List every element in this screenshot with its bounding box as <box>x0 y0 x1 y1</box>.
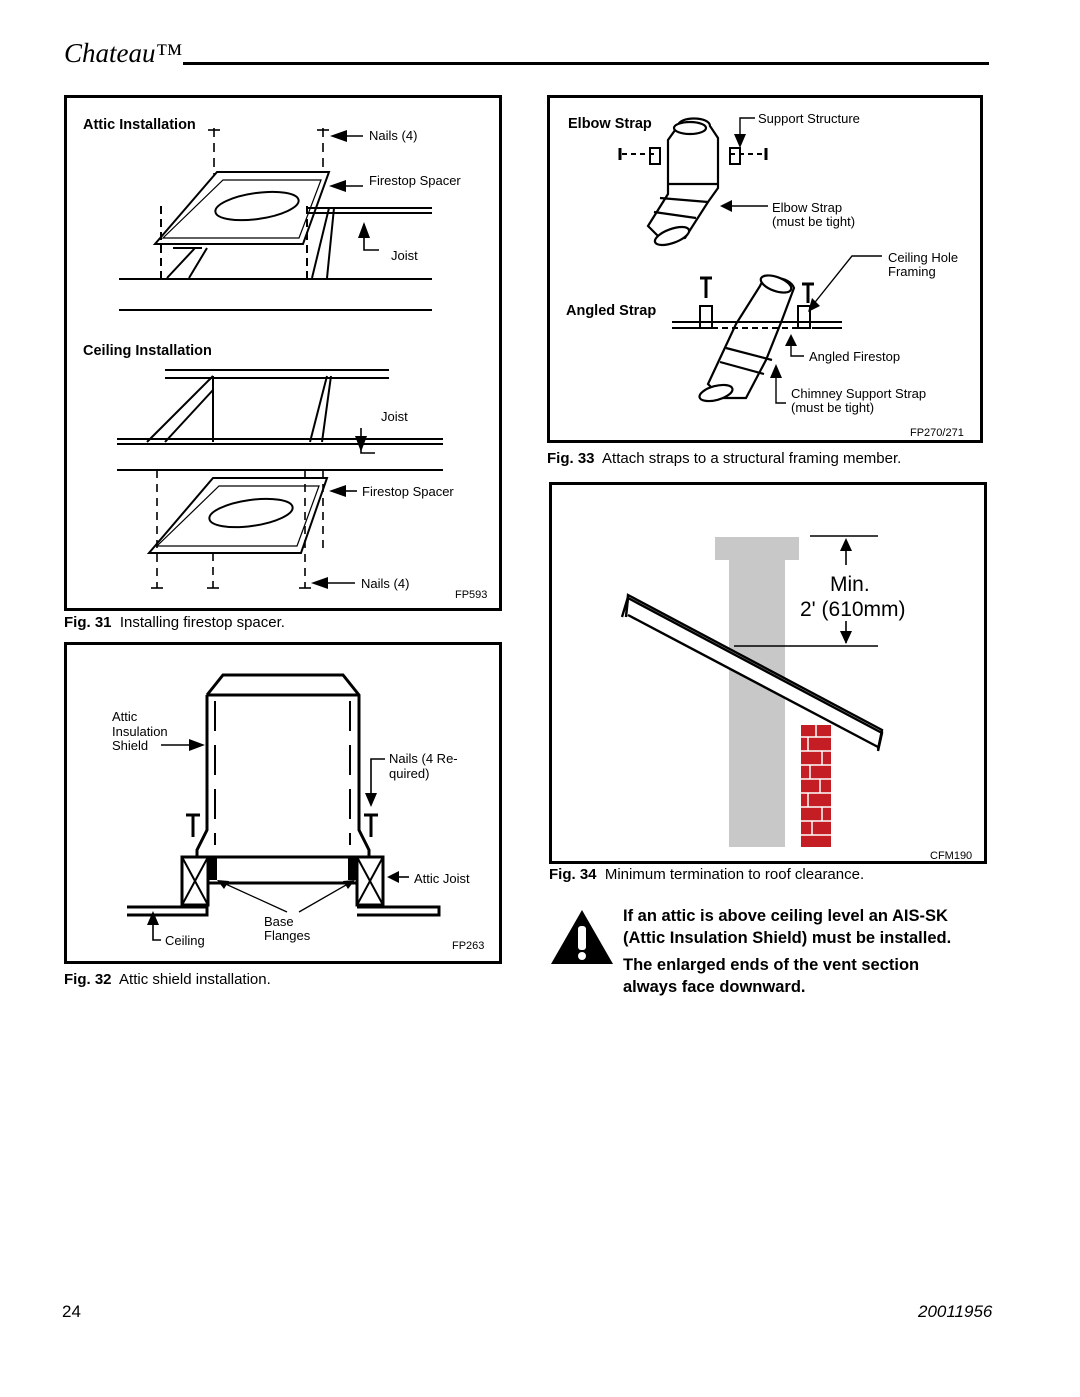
figure-code: FP270/271 <box>910 427 964 439</box>
attic-shield-diagram: Attic Insulation Shield Nails (4 Re- qui… <box>112 673 484 952</box>
joist-label-top: Joist <box>391 248 418 263</box>
nails-label-1: Nails (4 Re- <box>389 751 458 766</box>
ceiling-label: Ceiling <box>165 933 205 948</box>
caption-text: Installing firestop spacer. <box>119 614 285 631</box>
base-flanges-label-1: Base <box>264 914 294 929</box>
firestop-spacer-diagram: Attic Installation Nails (4) Firestop Sp… <box>83 117 487 601</box>
pipe-cap <box>715 537 799 560</box>
strap-diagram: Elbow Strap Support Structure Elbow Stra… <box>566 111 964 439</box>
figure-33-box: Elbow Strap Support Structure Elbow Stra… <box>547 95 983 443</box>
document-number: 20011956 <box>918 1302 993 1321</box>
caption-text: Attach straps to a structural framing me… <box>602 450 902 467</box>
caption-number: Fig. 32 <box>64 971 112 988</box>
nails-label-bottom: Nails (4) <box>361 576 409 591</box>
joist-label-bottom: Joist <box>381 409 408 424</box>
ceiling-hole-label-1: Ceiling Hole <box>888 250 958 265</box>
ceiling-installation-heading: Ceiling Installation <box>83 343 212 359</box>
firestop-spacer-label-top: Firestop Spacer <box>369 173 461 188</box>
caption-number: Fig. 31 <box>64 614 112 631</box>
roof-line <box>620 593 884 752</box>
figure-code: FP593 <box>455 589 487 601</box>
figure-34-caption: Fig. 34 Minimum termination to roof clea… <box>549 866 864 883</box>
elbow-strap-label-2: (must be tight) <box>772 214 855 229</box>
clearance-dimension-label: 2' (610mm) <box>800 598 906 621</box>
angled-strap-heading: Angled Strap <box>566 303 656 319</box>
figure-31-caption: Fig. 31 Installing firestop spacer. <box>64 614 285 631</box>
firestop-spacer-label-bottom: Firestop Spacer <box>362 484 454 499</box>
figure-32-box: Attic Insulation Shield Nails (4 Re- qui… <box>64 642 502 964</box>
manual-title: Chateau™ <box>64 38 182 68</box>
attic-shield-label-1: Attic <box>112 709 138 724</box>
caption-text: Minimum termination to roof clearance. <box>604 866 865 883</box>
figure-code: FP263 <box>452 940 484 952</box>
chimney-pipe <box>729 555 785 847</box>
figure-code: CFM190 <box>930 850 972 862</box>
angled-firestop-label: Angled Firestop <box>809 349 900 364</box>
attic-shield-label-3: Shield <box>112 738 148 753</box>
warning-text: If an attic is above ceiling level an AI… <box>623 905 983 998</box>
base-flanges-label-2: Flanges <box>264 928 311 943</box>
attic-joist-label: Attic Joist <box>414 871 470 886</box>
nails-label-2: quired) <box>389 766 429 781</box>
warning-line-3: The enlarged ends of the vent section <box>623 956 920 974</box>
caption-number: Fig. 33 <box>547 450 595 467</box>
roof-clearance-diagram: Min. 2' (610mm) CFM190 <box>620 535 972 862</box>
attic-shield-label-2: Insulation <box>112 724 168 739</box>
figure-32-caption: Fig. 32 Attic shield installation. <box>64 971 271 988</box>
elbow-strap-heading: Elbow Strap <box>568 116 652 132</box>
elbow-strap-label-1: Elbow Strap <box>772 200 842 215</box>
warning-line-1: If an attic is above ceiling level an AI… <box>623 907 948 925</box>
chimney-strap-label-2: (must be tight) <box>791 400 874 415</box>
figure-33-caption: Fig. 33 Attach straps to a structural fr… <box>547 450 901 467</box>
figure-34-box: Min. 2' (610mm) CFM190 <box>549 482 987 864</box>
warning-icon <box>549 908 615 971</box>
support-structure-label: Support Structure <box>758 111 860 126</box>
caption-number: Fig. 34 <box>549 866 597 883</box>
warning-line-4: always face downward. <box>623 978 806 996</box>
page-number: 24 <box>62 1302 81 1321</box>
figure-31-box: Attic Installation Nails (4) Firestop Sp… <box>64 95 502 611</box>
nails-label-top: Nails (4) <box>369 128 417 143</box>
chimney-strap-label-1: Chimney Support Strap <box>791 386 926 401</box>
ceiling-hole-label-2: Framing <box>888 264 936 279</box>
min-label: Min. <box>830 573 870 596</box>
header-rule <box>183 62 989 65</box>
brick-wall <box>801 725 831 847</box>
caption-text: Attic shield installation. <box>119 971 271 988</box>
attic-installation-heading: Attic Installation <box>83 117 196 133</box>
warning-line-2: (Attic Insulation Shield) must be instal… <box>623 929 952 947</box>
